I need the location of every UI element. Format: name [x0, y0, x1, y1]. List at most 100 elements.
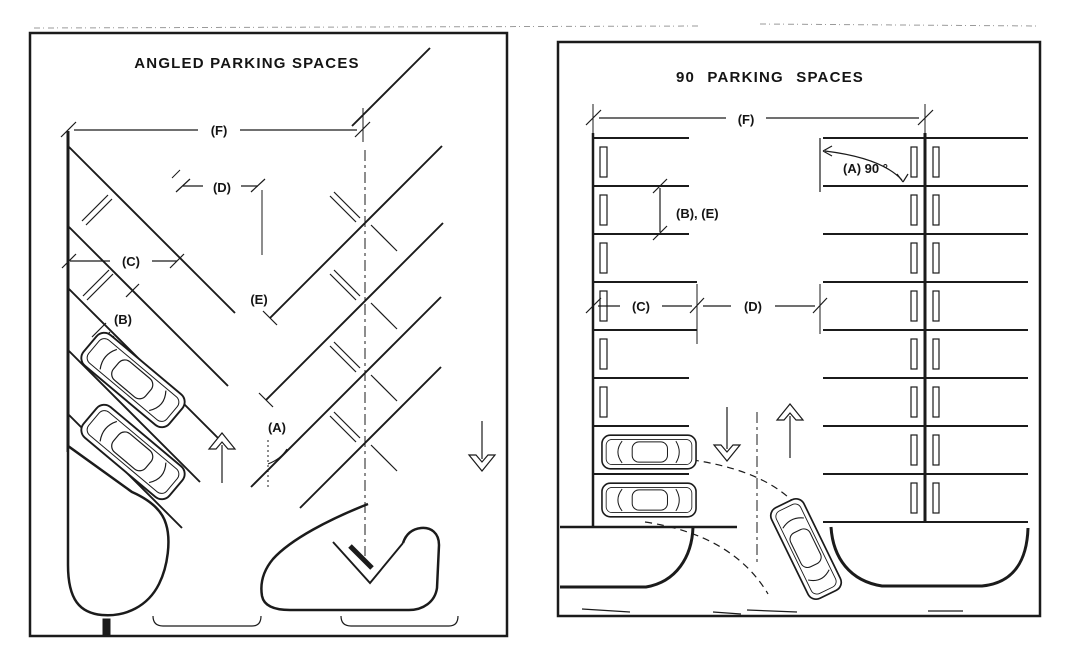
dimension-label-e: (E) [250, 292, 267, 307]
wheel-stop [910, 194, 918, 226]
dimension-label-c: (C) [632, 299, 650, 314]
dimension-label-d: (D) [744, 299, 762, 314]
diagram-title: 90 PARKING SPACES [676, 69, 864, 86]
wheel-stop [910, 338, 918, 370]
wheel-stop [329, 273, 357, 301]
diagram-border [556, 40, 1042, 618]
dimension-c: (C) [585, 284, 705, 344]
right-wheel-stops [910, 146, 940, 514]
stall-line [265, 222, 444, 401]
wheel-stop [910, 434, 918, 466]
dimension-label-c: (C) [122, 254, 140, 269]
island-outline [560, 526, 695, 589]
up-arrow-icon [775, 403, 805, 458]
dimension-d: (D) [703, 284, 828, 334]
wheel-stop [333, 341, 361, 369]
dimension-label-d: (D) [213, 180, 231, 195]
wheel-stop [932, 482, 940, 514]
wheel-stop [910, 242, 918, 274]
stall-line [299, 366, 442, 509]
wheel-stop [333, 269, 361, 297]
diagram-title: ANGLED PARKING SPACES [134, 55, 360, 72]
wheel-stop [348, 544, 374, 570]
right-diagram-90-parking: 90 PARKING SPACES (F) [556, 40, 1042, 618]
wheel-stop [910, 290, 918, 322]
dimension-label-f: (F) [211, 123, 228, 138]
island-stall-notch [332, 541, 404, 585]
island-outline [260, 502, 409, 612]
wheel-stop [86, 273, 114, 301]
stall-line [351, 47, 431, 127]
dimension-label-be: (B), (E) [676, 206, 719, 221]
left-diagram-angled-parking: ANGLED PARKING SPACES (F) (D) [28, 31, 509, 638]
dimension-b-e: (B), (E) [652, 178, 719, 241]
dimension-label-a: (A) [268, 420, 286, 435]
diagram-border [28, 31, 509, 638]
scan-artifact [759, 23, 1041, 27]
wheel-stop [599, 194, 608, 226]
wheel-stop [932, 290, 940, 322]
wheel-stop [599, 338, 608, 370]
wheel-stop [599, 386, 608, 418]
stall-line-end-tick [262, 310, 278, 326]
wheel-stop [81, 194, 109, 222]
wheel-stop [370, 302, 398, 330]
stall-line [269, 145, 443, 319]
wheel-stop [932, 434, 940, 466]
up-arrow-icon [207, 432, 237, 483]
turning-path [644, 521, 769, 595]
car-symbol [766, 494, 846, 604]
dimension-label-a90: (A) 90 ° [843, 161, 888, 176]
wheel-stop [932, 146, 940, 178]
stall-line [67, 225, 229, 387]
wheel-stop [932, 194, 940, 226]
wheel-stop [370, 374, 398, 402]
wheel-stop [932, 338, 940, 370]
wheel-stop [599, 146, 608, 178]
wheel-stop [370, 224, 398, 252]
wheel-stop [329, 195, 357, 223]
car-symbol [601, 434, 697, 470]
dimension-f: (F) [60, 108, 371, 142]
wheel-stop [85, 198, 113, 226]
wheel-stop [932, 242, 940, 274]
dimension-f: (F) [585, 104, 934, 133]
wheel-stop [333, 191, 361, 219]
driveway-curbs [102, 615, 459, 637]
stall-line [250, 296, 442, 488]
wheel-stop [82, 269, 110, 297]
center-wheel-stops [329, 191, 398, 472]
stall-line [67, 145, 236, 314]
down-arrow-icon [712, 407, 742, 462]
center-angled-stall-lines [250, 47, 444, 509]
island-outline [829, 526, 1030, 588]
island-outline [401, 526, 441, 612]
left-stall-lines [593, 137, 697, 475]
dimension-b: (B) [91, 312, 132, 338]
road-edge-marks [581, 608, 963, 615]
wheel-stop [329, 345, 357, 373]
dimension-label-b: (B) [114, 312, 132, 327]
dimension-c: (C) [61, 253, 185, 298]
dimension-d: (D) [171, 169, 266, 255]
stall-line-end-tick [258, 392, 274, 408]
wheel-stop [329, 415, 357, 443]
wheel-stop [333, 411, 361, 439]
dimension-a-angle: (A) 90 ° [819, 138, 909, 192]
wheel-stop [910, 482, 918, 514]
wheel-stop [910, 386, 918, 418]
curb-mark [102, 618, 111, 637]
stall-line [67, 349, 201, 483]
wheel-stop [599, 242, 608, 274]
dimension-label-f: (F) [738, 112, 755, 127]
island-outline [66, 443, 170, 617]
wheel-stop [370, 444, 398, 472]
right-stall-lines [823, 137, 1028, 523]
wheel-stop [910, 146, 918, 178]
scan-artifact [33, 25, 701, 29]
wheel-stop [932, 386, 940, 418]
center-island [260, 502, 441, 612]
down-arrow-icon [467, 421, 497, 472]
